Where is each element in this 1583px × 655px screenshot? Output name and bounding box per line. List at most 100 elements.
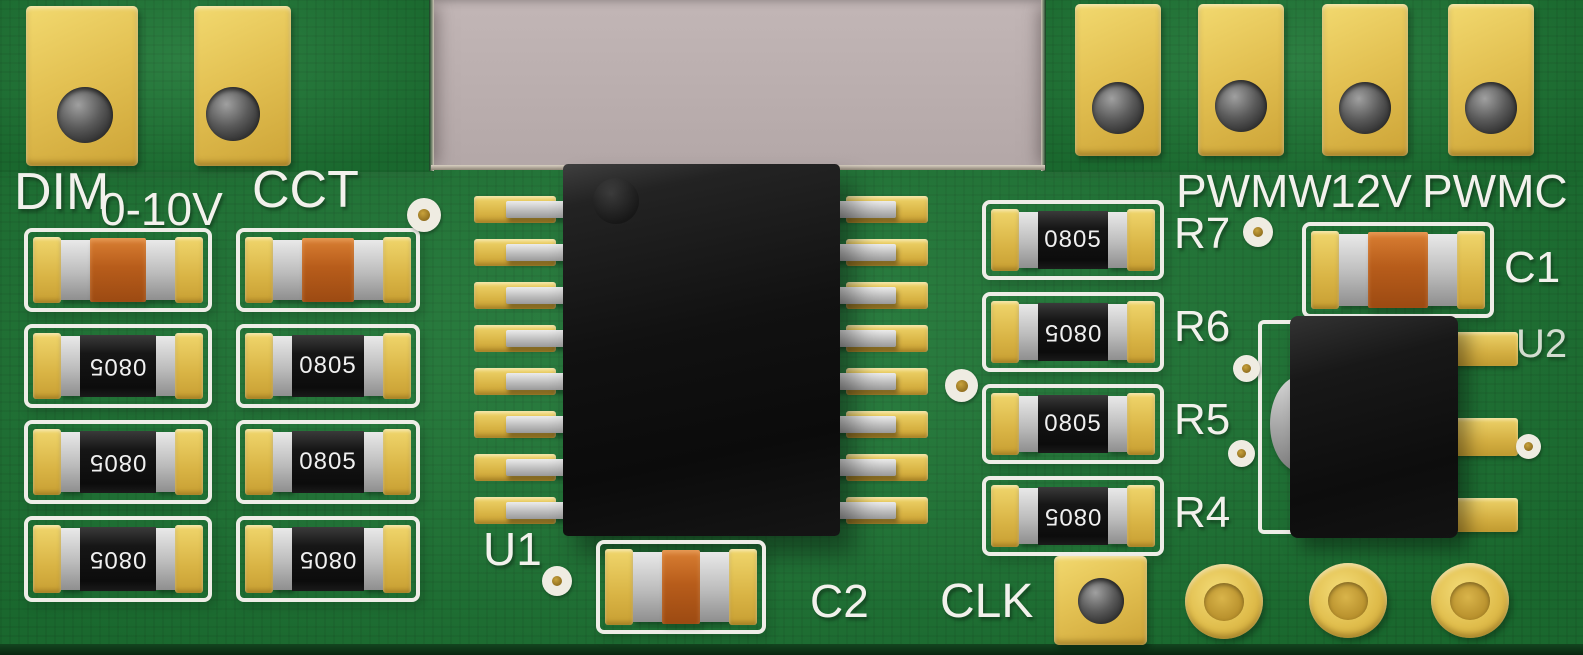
resistor-pad <box>991 393 1019 455</box>
via-hole <box>1242 364 1251 373</box>
cap-terminal <box>700 552 729 622</box>
pin1-marker-icon <box>593 178 639 224</box>
oval-pad <box>1185 564 1263 639</box>
label-pwmw: PWMW <box>1176 165 1332 217</box>
ic-lead <box>506 459 576 476</box>
resistor-r6: 0805 <box>982 292 1164 372</box>
resistor-pad <box>1127 393 1155 455</box>
resistor-pad <box>383 525 411 593</box>
resistor-pad <box>33 333 61 399</box>
oval-pad-center <box>1204 582 1244 621</box>
resistor-pad <box>991 209 1019 271</box>
resistor-body: 0805 <box>80 431 156 493</box>
resistor-r5: 0805 <box>982 384 1164 464</box>
resistor-marking: 0805 <box>1044 319 1102 346</box>
resistor-terminal <box>1108 488 1127 544</box>
pad-12v <box>1198 4 1284 156</box>
resistor-terminal <box>1108 396 1127 452</box>
resistor-terminal <box>1019 212 1038 268</box>
label-c2: C2 <box>810 575 869 627</box>
cap-pad <box>1311 231 1339 309</box>
cap-body <box>90 238 146 302</box>
resistor-terminal <box>156 336 175 396</box>
resistor-marking: 0805 <box>89 546 147 573</box>
board-edge-left-tab <box>429 0 434 171</box>
pad-hole <box>1092 82 1144 134</box>
label-r6: R6 <box>1174 302 1231 351</box>
cap-terminal <box>146 240 175 300</box>
via <box>1243 217 1273 247</box>
resistor: 0805 <box>24 324 212 408</box>
cap-pad <box>729 549 757 625</box>
ic-lead <box>506 416 576 433</box>
u2-silkscreen-outline <box>1258 320 1302 534</box>
oval-pad <box>1309 563 1387 638</box>
cap-terminal <box>354 240 383 300</box>
resistor-body: 0805 <box>1038 487 1108 545</box>
cap-terminal <box>1428 234 1457 306</box>
via <box>1233 355 1260 382</box>
resistor-marking: 0805 <box>299 448 357 475</box>
u2-pad <box>1454 332 1518 366</box>
pad-hole <box>57 87 113 143</box>
pad-hole <box>1078 578 1124 624</box>
via-hole <box>1253 227 1263 237</box>
label-dim: DIM <box>14 163 110 221</box>
resistor-body: 0805 <box>1038 303 1108 361</box>
resistor-marking: 0805 <box>1044 503 1102 530</box>
resistor-pad <box>175 333 203 399</box>
resistor-marking: 0805 <box>89 353 147 380</box>
label-12v: 12V <box>1330 165 1412 217</box>
resistor: 0805 <box>236 516 420 602</box>
resistor-terminal <box>1108 212 1127 268</box>
cap-pad <box>245 237 273 303</box>
cap-body <box>662 550 700 624</box>
resistor-terminal <box>61 336 80 396</box>
via <box>407 198 441 232</box>
capacitor-c2 <box>596 540 766 634</box>
cap-pad <box>33 237 61 303</box>
ic-lead <box>506 201 576 218</box>
resistor-body: 0805 <box>80 527 156 591</box>
resistor-marking: 0805 <box>1044 226 1102 253</box>
resistor: 0805 <box>24 420 212 504</box>
pad-pwmc <box>1322 4 1408 156</box>
resistor-r4: 0805 <box>982 476 1164 556</box>
label-r5: R5 <box>1174 395 1231 444</box>
pad-right-4 <box>1448 4 1534 156</box>
cap-pad <box>383 237 411 303</box>
ic-lead <box>506 244 576 261</box>
resistor-pad <box>991 485 1019 547</box>
capacitor-cct <box>236 228 420 312</box>
capacitor-c1 <box>1302 222 1494 318</box>
resistor-body: 0805 <box>292 431 364 493</box>
cap-body <box>1368 232 1428 308</box>
resistor-marking: 0805 <box>299 352 357 379</box>
cap-pad <box>605 549 633 625</box>
resistor-terminal <box>61 528 80 590</box>
u2-pad <box>1454 418 1518 456</box>
resistor-r7: 0805 <box>982 200 1164 280</box>
resistor-terminal <box>61 432 80 492</box>
board-edge-bottom <box>0 644 1583 655</box>
label-r7: R7 <box>1174 209 1231 258</box>
resistor-terminal <box>364 432 383 492</box>
via <box>542 566 572 596</box>
resistor-terminal <box>1019 396 1038 452</box>
resistor-pad <box>245 333 273 399</box>
pad-hole <box>1465 82 1517 134</box>
resistor: 0805 <box>236 324 420 408</box>
resistor-terminal <box>273 528 292 590</box>
resistor-terminal <box>156 528 175 590</box>
cap-body <box>302 238 354 302</box>
ic-u1-body <box>563 164 840 536</box>
label-cct: CCT <box>252 161 359 219</box>
resistor-terminal <box>273 336 292 396</box>
resistor-terminal <box>364 336 383 396</box>
via-hole <box>1524 442 1533 451</box>
label-u2: U2 <box>1516 322 1568 366</box>
pad-hole <box>1339 82 1391 134</box>
cap-terminal <box>633 552 662 622</box>
ic-lead <box>506 287 576 304</box>
